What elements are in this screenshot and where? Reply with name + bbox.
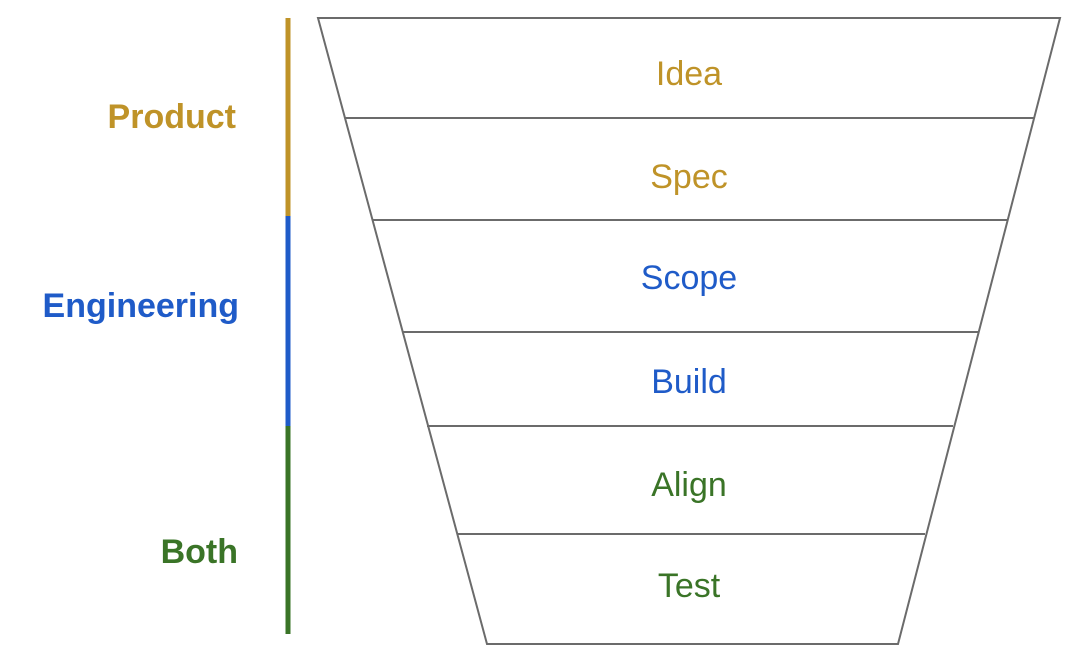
- group-label-both: Both: [160, 533, 238, 571]
- stage-label-idea: Idea: [655, 55, 723, 93]
- stage-label-align: Align: [651, 466, 727, 504]
- stage-label-test: Test: [657, 567, 721, 605]
- group-label-engineering: Engineering: [42, 287, 239, 325]
- stage-label-build: Build: [651, 363, 727, 401]
- stage-label-spec: Spec: [650, 158, 728, 196]
- stage-label-scope: Scope: [640, 259, 738, 297]
- group-label-product: Product: [107, 98, 236, 136]
- funnel-outline: [316, 17, 1062, 645]
